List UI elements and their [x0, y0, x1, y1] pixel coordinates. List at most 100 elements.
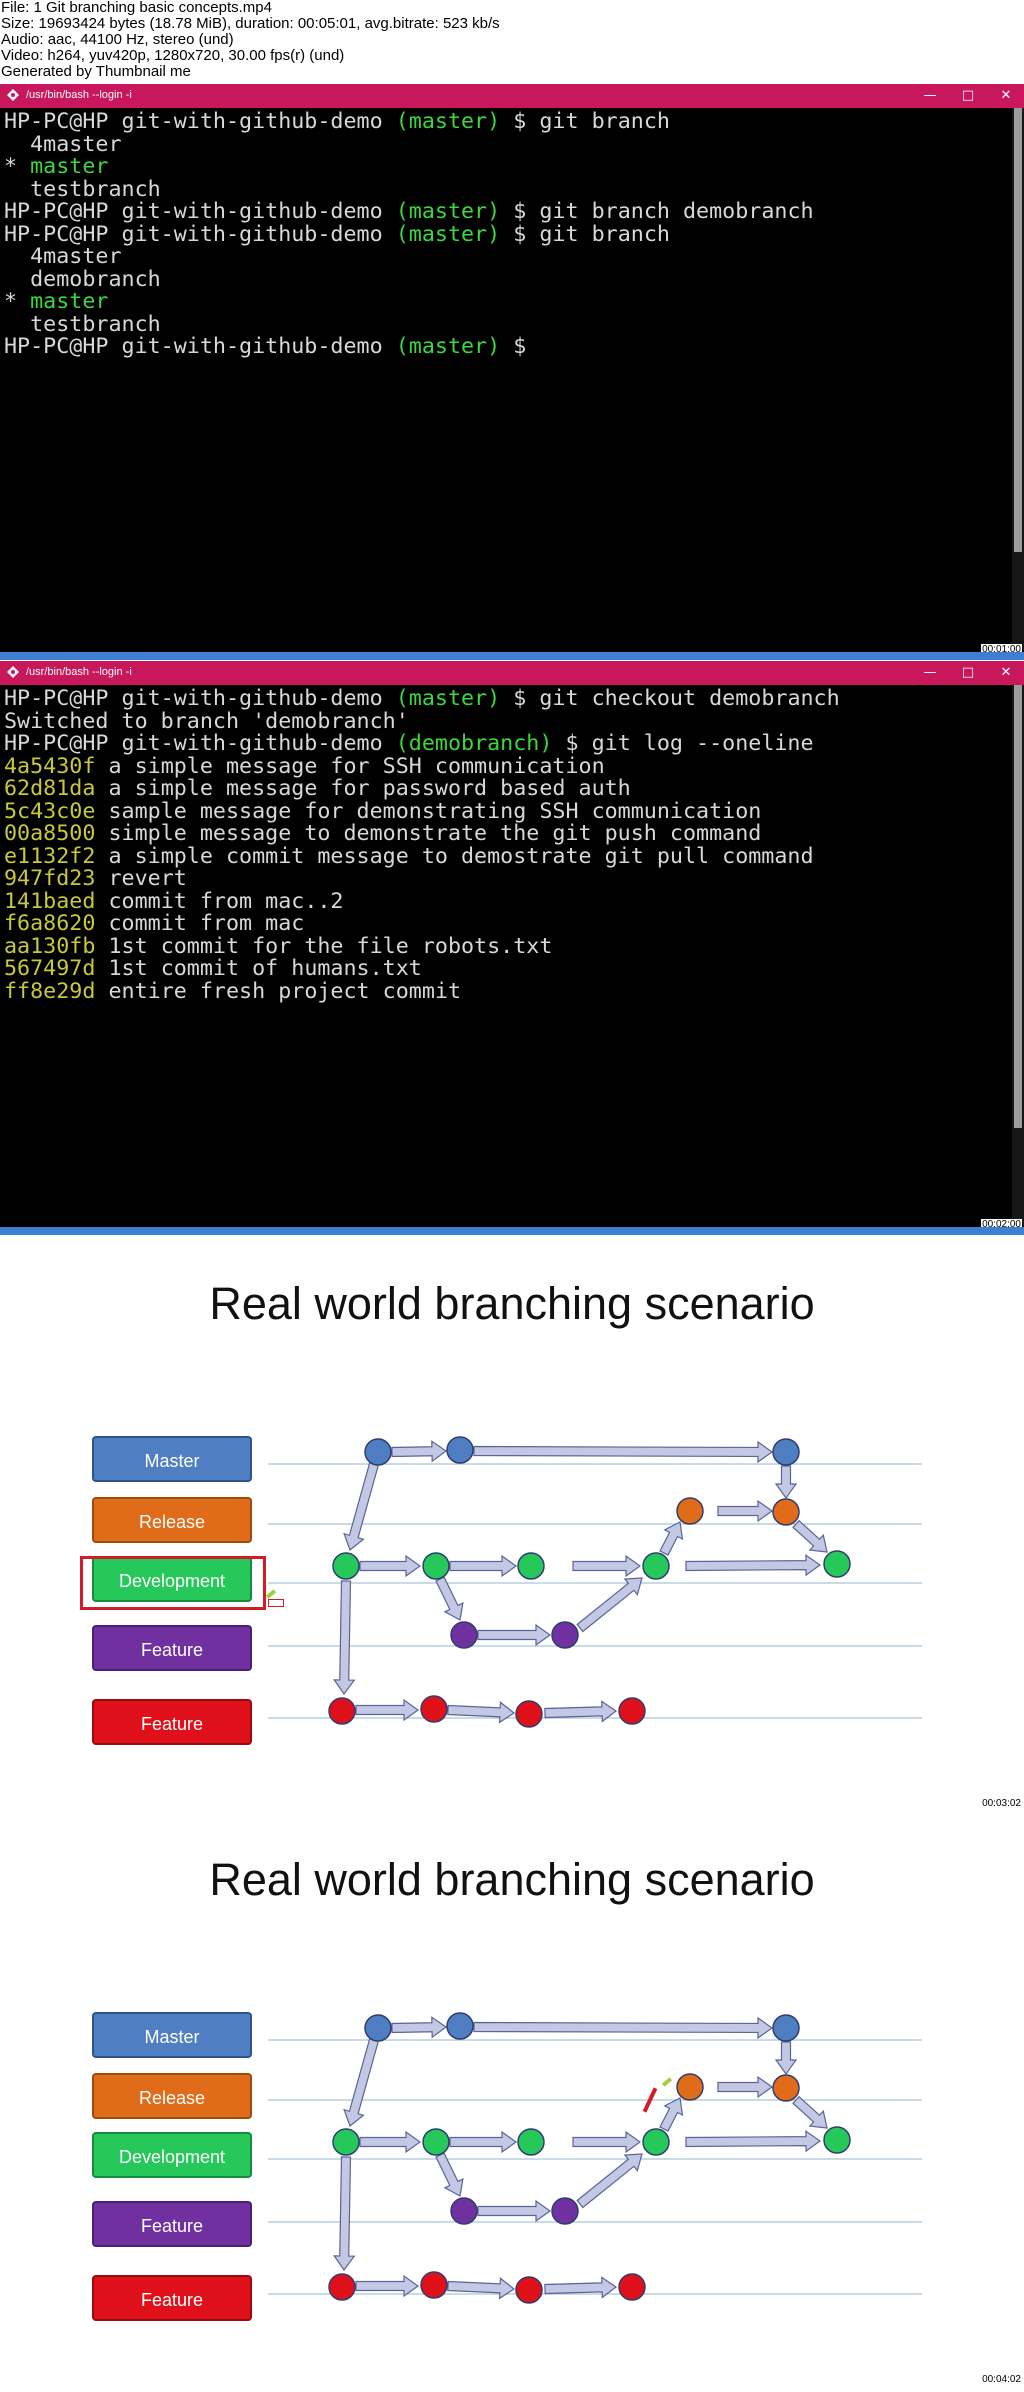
flow-arrow: [359, 1554, 422, 1578]
git-bash-icon: [7, 666, 19, 678]
flow-arrow: [391, 1440, 448, 1463]
branch-line: 4master: [4, 244, 122, 269]
minimize-icon[interactable]: —: [923, 88, 937, 103]
branch-tag: (master): [395, 334, 501, 359]
commit-node: [772, 2014, 800, 2042]
commit-node: [332, 2128, 360, 2156]
close-icon[interactable]: ✕: [1000, 88, 1012, 103]
terminal-titlebar[interactable]: /usr/bin/bash --login -i — □ ✕: [0, 661, 1024, 685]
terminal-window-1[interactable]: /usr/bin/bash --login -i — □ ✕ HP-PC@HP …: [0, 84, 1024, 658]
flow-arrow: [685, 2129, 822, 2153]
commit-message: a simple message for SSH communication: [95, 753, 605, 779]
commit-hash: ff8e29d: [4, 978, 96, 1004]
commit-message: 1st commit of humans.txt: [95, 956, 422, 981]
flow-arrow: [477, 2199, 552, 2223]
command: $ git branch: [500, 109, 670, 134]
branch-label-release: Release: [92, 2073, 252, 2119]
branch-tag: (master): [395, 109, 501, 134]
timestamp: 00:03:02: [981, 1798, 1022, 1809]
commit-node: [772, 1438, 800, 1466]
log-line: 4a5430f a simple message for SSH communi…: [4, 753, 840, 779]
commit-hash: 141baed: [4, 888, 96, 914]
commit-message: entire fresh project commit: [95, 978, 462, 1004]
output-line: Switched to branch 'demobranch': [4, 708, 409, 734]
file-info-header: File: 1 Git branching basic concepts.mp4…: [0, 0, 1024, 82]
window-title: /usr/bin/bash --login -i: [26, 89, 132, 101]
commit-node: [422, 1552, 450, 1580]
branching-diagram: [268, 1436, 922, 1728]
commit-node: [772, 2074, 800, 2102]
command: $ git branch: [500, 221, 670, 247]
log-line: 567497d 1st commit of humans.txt: [4, 956, 840, 981]
git-bash-icon: [7, 89, 19, 101]
commit-node: [642, 1552, 670, 1580]
branch-line: demobranch: [4, 266, 161, 292]
flow-arrow: [576, 1577, 643, 1633]
timestamp: 00:02:00: [981, 1219, 1022, 1230]
branch-label-feature: Feature: [92, 1699, 252, 1745]
current-branch-marker: *: [4, 154, 31, 179]
flow-arrow: [449, 2130, 518, 2154]
flow-arrow: [659, 1521, 684, 1556]
prompt: HP-PC@HP git-with-github-demo: [4, 334, 396, 359]
slide-title: Real world branching scenario: [209, 1278, 815, 1329]
commit-node: [676, 2073, 704, 2101]
commit-node: [551, 2197, 579, 2225]
scrollbar[interactable]: [1012, 108, 1024, 650]
commit-node: [618, 2273, 646, 2301]
commit-node: [515, 1700, 543, 1728]
scrollbar[interactable]: [1012, 685, 1024, 1225]
flow-arrow: [544, 1700, 618, 1723]
file-info-line: Video: h264, yuv420p, 1280x720, 30.00 fp…: [1, 47, 345, 64]
minimize-icon[interactable]: —: [923, 665, 937, 680]
file-info-line: Audio: aac, 44100 Hz, stereo (und): [1, 31, 234, 48]
close-icon[interactable]: ✕: [1000, 665, 1012, 680]
scrollbar-thumb[interactable]: [1014, 685, 1022, 1128]
flow-arrow: [477, 1623, 552, 1647]
current-branch: master: [30, 154, 109, 179]
commit-message: 1st commit for the file robots.txt: [95, 933, 553, 959]
flow-arrow: [355, 1698, 420, 1722]
commit-hash: 947fd23: [4, 866, 96, 891]
commit-node: [618, 1697, 646, 1725]
file-info-line: Generated by Thumbnail me: [1, 63, 191, 80]
log-line: 141baed commit from mac..2: [4, 888, 840, 914]
terminal-window-2[interactable]: /usr/bin/bash --login -i — □ ✕ HP-PC@HP …: [0, 661, 1024, 1233]
commit-hash: aa130fb: [4, 933, 96, 959]
log-line: f6a8620 commit from mac: [4, 912, 840, 936]
commit-node: [420, 2271, 448, 2299]
maximize-icon[interactable]: □: [961, 665, 975, 680]
terminal-output: HP-PC@HP git-with-github-demo (master) $…: [4, 686, 840, 1004]
taskbar-strip: [0, 1227, 1024, 1235]
prompt: HP-PC@HP git-with-github-demo: [4, 221, 396, 247]
scrollbar-thumb[interactable]: [1014, 108, 1022, 553]
commit-node: [676, 1497, 704, 1525]
flow-arrow: [435, 2152, 464, 2197]
terminal-titlebar[interactable]: /usr/bin/bash --login -i — □ ✕: [0, 84, 1024, 108]
slide-title: Real world branching scenario: [209, 1854, 815, 1905]
flow-arrow: [685, 1553, 822, 1577]
log-line: 00a8500 simple message to demonstrate th…: [4, 822, 840, 846]
branch-line: testbranch: [4, 176, 161, 202]
branch-label-feature: Feature: [92, 2201, 252, 2247]
log-line: aa130fb 1st commit for the file robots.t…: [4, 933, 840, 959]
command: $ git checkout demobranch: [500, 686, 840, 711]
commit-message: a simple commit message to demostrate gi…: [95, 843, 814, 869]
log-line: e1132f2 a simple commit message to demos…: [4, 843, 840, 869]
flow-arrow: [576, 2153, 643, 2209]
flow-arrow: [391, 2016, 448, 2039]
commit-hash: 62d81da: [4, 776, 96, 801]
file-info-line: File: 1 Git branching basic concepts.mp4: [1, 0, 272, 16]
maximize-icon[interactable]: □: [961, 88, 975, 103]
commit-node: [422, 2128, 450, 2156]
commit-hash: 4a5430f: [4, 753, 96, 779]
commit-message: revert: [95, 866, 187, 891]
pen-cursor-icon: [268, 1599, 284, 1607]
flow-arrow: [333, 2156, 356, 2272]
commit-message: sample message for demonstrating SSH com…: [95, 798, 762, 824]
branch-label-release: Release: [92, 1497, 252, 1543]
terminal-output: HP-PC@HP git-with-github-demo (master) $…: [4, 109, 814, 359]
flow-arrow: [572, 2130, 642, 2154]
commit-node: [364, 1438, 392, 1466]
command: $ git branch demobranch: [500, 199, 814, 224]
